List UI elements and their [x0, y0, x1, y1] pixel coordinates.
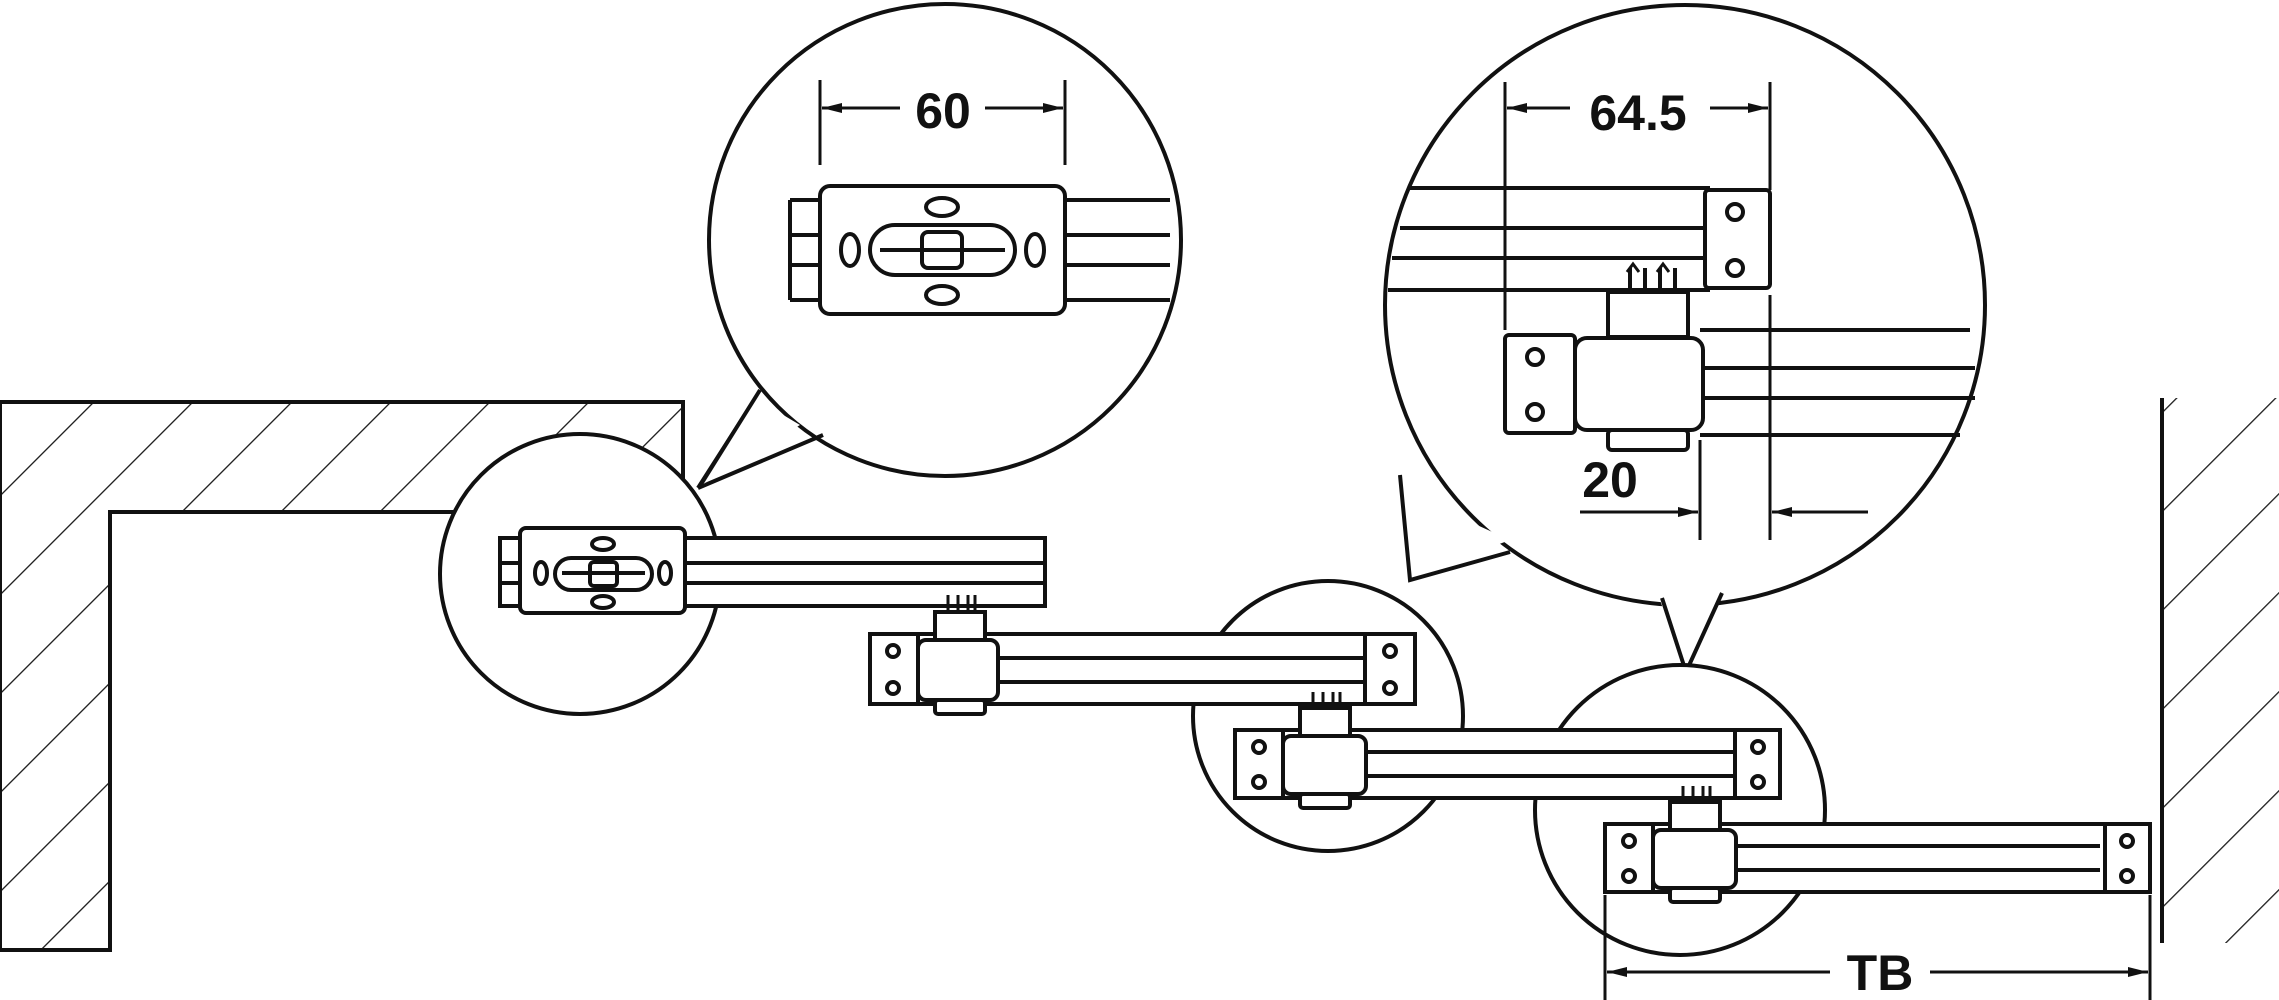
coupling-slot-right [1024, 232, 1046, 268]
dimension-tb-label: TB [1847, 945, 1914, 1000]
top-callout-coupling [788, 184, 1170, 316]
dimension-tb [1603, 895, 2152, 1000]
right-callout-pointer-left-outline [1398, 474, 1511, 583]
dimension-64-5 [1503, 82, 1772, 330]
coupling-slot-left [839, 232, 861, 268]
coupling-slot-top [924, 196, 960, 218]
top-callout-pointer-outline [698, 388, 762, 488]
slide-rail-1 [498, 526, 1047, 615]
right-callout-slides [1388, 186, 1975, 452]
slide-rail-2 [868, 595, 1417, 716]
dimension-20-label: 20 [1582, 452, 1638, 508]
upper-end-plate [1703, 188, 1772, 290]
right-cabinet-wall [2160, 398, 2279, 943]
dimension-20 [1580, 295, 1868, 540]
coupling-slot-bottom [924, 284, 960, 306]
slide-rail-3 [1233, 692, 1782, 810]
right-callout-coupling-block [1573, 336, 1705, 432]
top-callout-pointer [700, 398, 800, 486]
slide-rail-4 [1603, 786, 2152, 904]
right-callout-pointer-left [1400, 490, 1510, 555]
right-callout-pointer-right [1660, 595, 1720, 672]
dimension-60 [818, 80, 1067, 165]
dimension-64-5-label: 64.5 [1589, 85, 1686, 141]
dimension-60-label: 60 [915, 83, 971, 139]
